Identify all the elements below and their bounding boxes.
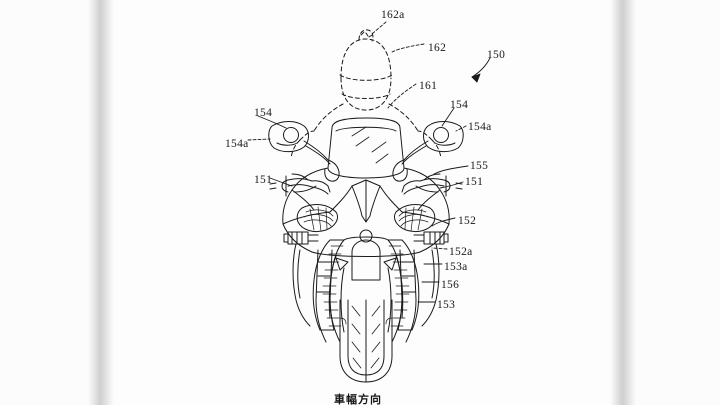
callout-155: 155 — [470, 160, 489, 172]
callout-153: 153 — [437, 299, 456, 311]
callout-150: 150 — [487, 49, 506, 61]
callout-152a: 152a — [449, 246, 473, 258]
callout-154a-left: 154a — [225, 138, 249, 150]
callout-154-right: 154 — [450, 99, 469, 111]
callout-161: 161 — [419, 80, 438, 92]
callout-154-left: 154 — [254, 107, 273, 119]
callout-152: 152 — [458, 215, 477, 227]
callout-156: 156 — [441, 279, 460, 291]
callout-162: 162 — [428, 42, 447, 54]
drawing-pane — [101, 0, 622, 405]
callout-153a: 153a — [444, 261, 468, 273]
callout-154a-right: 154a — [468, 121, 492, 133]
callout-162a: 162a — [381, 9, 405, 21]
callout-151-right: 151 — [465, 176, 484, 188]
figure-caption: 車幅方向 — [334, 393, 382, 406]
callout-151-left: 151 — [254, 174, 273, 186]
